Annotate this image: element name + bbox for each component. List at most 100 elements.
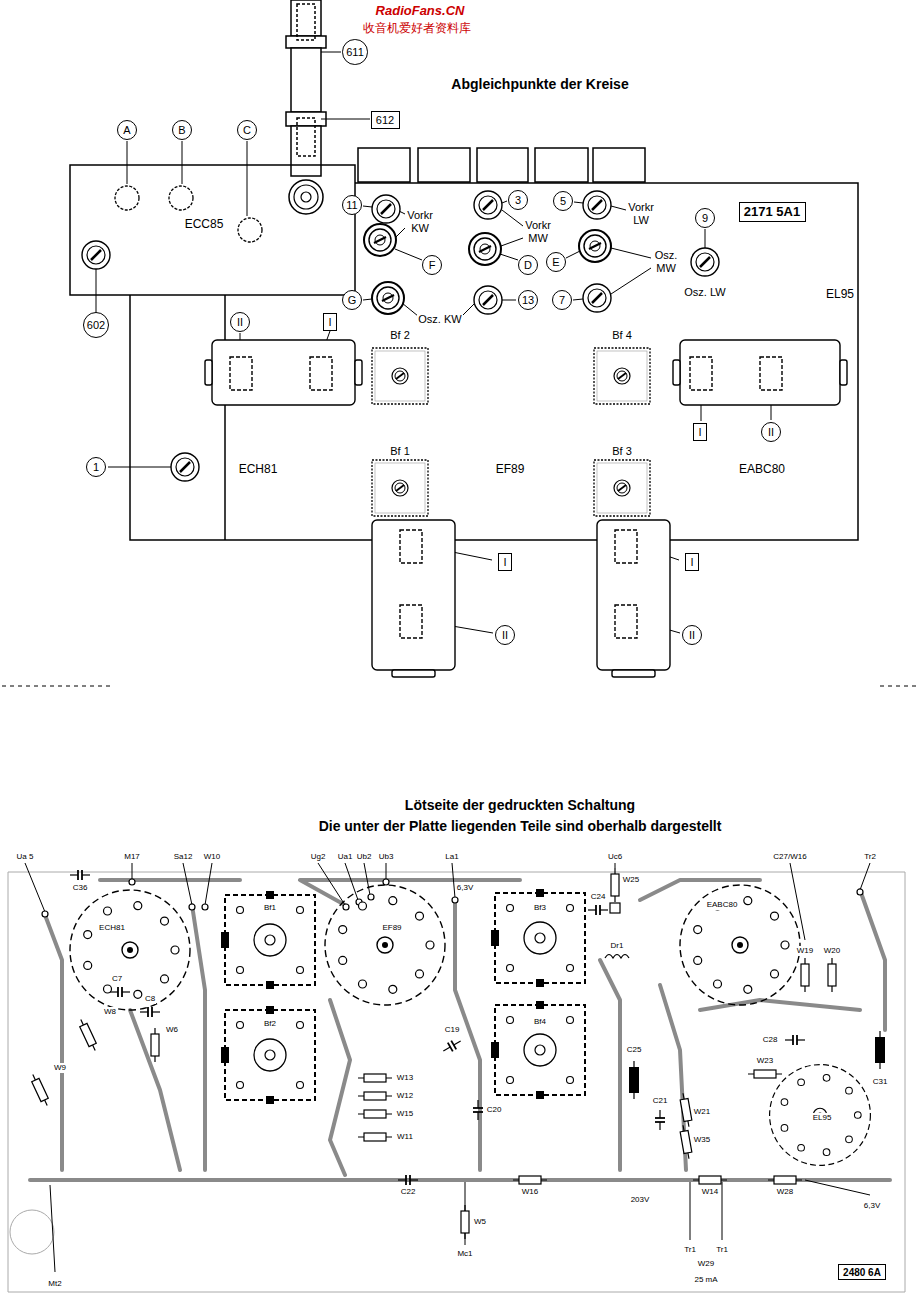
chassis-outline bbox=[358, 148, 410, 182]
part-label: W5 bbox=[473, 1217, 487, 1226]
cable-plug bbox=[297, 4, 315, 40]
resistor-symbol bbox=[611, 868, 619, 902]
part-label: Osz. LW bbox=[683, 286, 726, 299]
tube-socket bbox=[70, 890, 190, 1010]
watermark: RadioFans.CN bbox=[375, 4, 466, 19]
chassis-outline bbox=[593, 148, 645, 182]
leader-line bbox=[396, 228, 405, 237]
part-label: W28 bbox=[776, 1187, 794, 1196]
part-label: W6 bbox=[165, 1025, 179, 1034]
resistor-symbol bbox=[679, 1093, 693, 1128]
section-heading: Lötseite der gedruckten Schaltung bbox=[404, 797, 636, 813]
resistor-symbol bbox=[768, 1176, 802, 1184]
callout-circle: E bbox=[546, 252, 566, 272]
part-label: C36 bbox=[72, 883, 89, 892]
trimmer-bracket bbox=[400, 530, 422, 563]
antenna-socket bbox=[301, 192, 311, 202]
trimmer-bracket bbox=[615, 530, 637, 563]
trimmer-bracket bbox=[205, 360, 212, 385]
callout-circle: A bbox=[117, 120, 137, 140]
trimmer-symbol bbox=[474, 286, 502, 314]
leader-line bbox=[363, 299, 372, 300]
pin-wire bbox=[722, 1182, 723, 1240]
watermark: 收音机爱好者资料库 bbox=[362, 22, 472, 36]
node-text: I bbox=[328, 316, 331, 328]
part-label: W23 bbox=[756, 1056, 774, 1065]
part-label: 6,3V bbox=[456, 883, 474, 892]
cable-plug bbox=[291, 126, 321, 176]
leader-line bbox=[574, 202, 583, 203]
callout-circle: 11 bbox=[342, 195, 362, 215]
cable-plug bbox=[286, 0, 326, 176]
trimmer-symbol bbox=[82, 241, 110, 269]
cable-plug bbox=[286, 112, 326, 126]
resistor-symbol bbox=[358, 1133, 392, 1141]
copper-trace bbox=[30, 880, 890, 1180]
resistor-symbol bbox=[358, 1110, 392, 1118]
antenna-socket bbox=[289, 180, 323, 214]
part-label: La1 bbox=[444, 852, 459, 861]
part-label: W21 bbox=[693, 1107, 711, 1116]
trimmer-bracket bbox=[372, 520, 455, 670]
node-text: I bbox=[698, 426, 701, 438]
callout-circle: II bbox=[495, 625, 515, 645]
callout-circle: 602 bbox=[83, 312, 109, 338]
callout-circle: II bbox=[682, 625, 702, 645]
trimmer-symbol bbox=[82, 191, 719, 481]
pin-wire bbox=[364, 863, 370, 895]
tuner-hole bbox=[169, 186, 193, 210]
part-label: Tr1 bbox=[683, 1245, 697, 1254]
node-text: 2171 5A1 bbox=[744, 205, 800, 219]
trimmer-bracket bbox=[673, 360, 680, 385]
callout-circle: 9 bbox=[695, 208, 715, 228]
part-label: C19 bbox=[444, 1025, 461, 1034]
node-text: 9 bbox=[702, 212, 708, 224]
part-label: Ub2 bbox=[356, 852, 373, 861]
leader-line bbox=[363, 206, 372, 207]
part-label: Tr2 bbox=[863, 852, 877, 861]
trimmer-bracket bbox=[840, 360, 847, 385]
node-text: I bbox=[690, 556, 693, 568]
copper-trace bbox=[192, 905, 205, 1170]
callout-circle: C bbox=[237, 120, 257, 140]
node-text: II bbox=[768, 426, 774, 438]
part-label: W19 bbox=[796, 946, 814, 955]
copper-trace bbox=[30, 1178, 890, 1182]
capacitor-symbol bbox=[629, 1061, 639, 1099]
part-label: W16 bbox=[521, 1187, 539, 1196]
choke-symbol bbox=[605, 955, 629, 959]
part-label: ECC85 bbox=[184, 218, 225, 232]
node-text: C bbox=[243, 124, 251, 136]
capacitor-symbol bbox=[398, 1175, 418, 1185]
pin-wire bbox=[25, 863, 870, 1272]
part-label: Mc1 bbox=[456, 1249, 473, 1258]
part-label: C21 bbox=[652, 1096, 669, 1105]
leader-line bbox=[611, 268, 651, 294]
pin-wire bbox=[790, 863, 805, 940]
filter-can bbox=[372, 348, 428, 404]
trimmer-symbol bbox=[583, 284, 611, 312]
copper-trace bbox=[700, 1000, 860, 1010]
trimmer-bracket bbox=[615, 605, 637, 638]
solder-pad bbox=[42, 911, 48, 917]
part-label: C8 bbox=[144, 994, 156, 1003]
filter-footprint bbox=[491, 1001, 585, 1099]
part-label: Mt2 bbox=[47, 1279, 62, 1288]
node-text: B bbox=[178, 124, 185, 136]
node-text: II bbox=[237, 316, 243, 328]
chassis-outline bbox=[70, 148, 858, 540]
trimmer-bracket bbox=[760, 357, 782, 390]
solder-pad bbox=[368, 894, 374, 900]
leader-line bbox=[502, 210, 523, 226]
part-label: Osz. MW bbox=[654, 249, 679, 274]
pin-wire bbox=[615, 863, 616, 868]
resistor-symbol bbox=[801, 958, 809, 992]
pcb-outline bbox=[8, 872, 905, 1292]
pin-wire bbox=[452, 863, 455, 898]
pin-wire bbox=[860, 863, 870, 890]
callout-box: 612 bbox=[371, 111, 400, 129]
node-text: II bbox=[689, 629, 695, 641]
cable-plug bbox=[291, 0, 321, 36]
trimmer-bracket bbox=[310, 357, 332, 390]
